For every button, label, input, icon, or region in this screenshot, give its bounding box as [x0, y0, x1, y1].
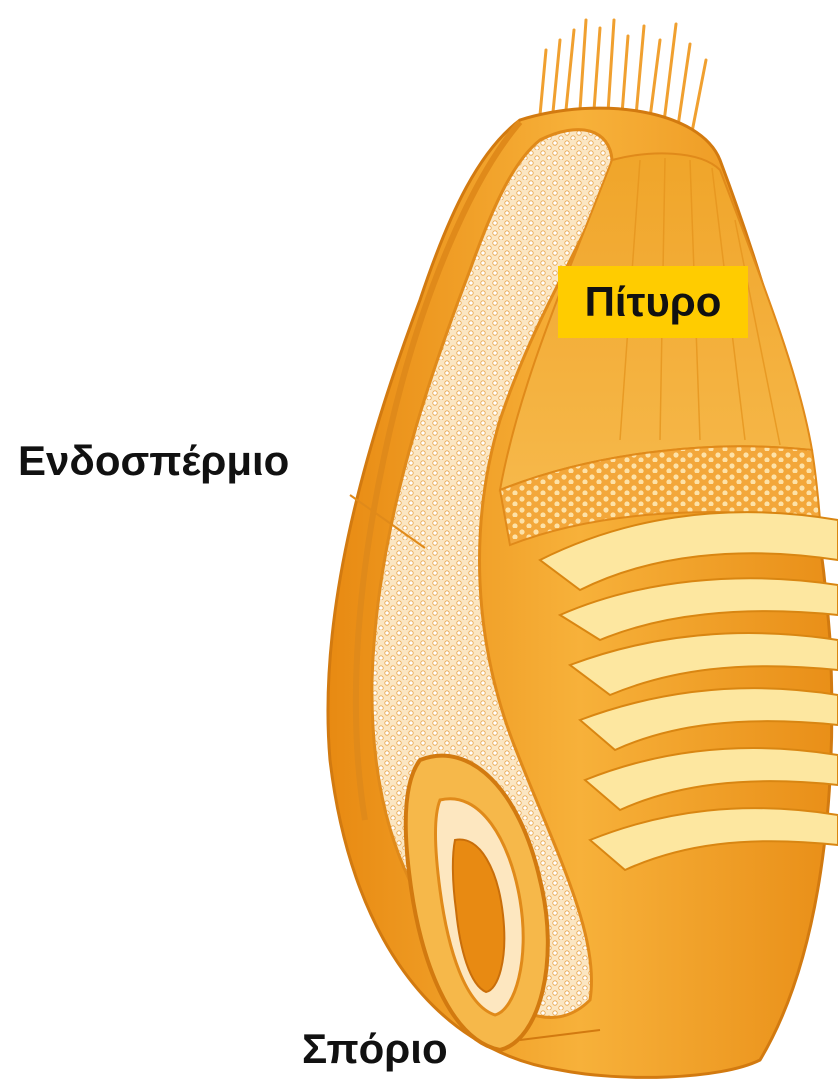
bran-label: Πίτυρο [558, 266, 748, 338]
germ-label: Σπόριο [302, 1025, 448, 1073]
endosperm-label: Ενδοσπέρμιο [18, 437, 289, 485]
